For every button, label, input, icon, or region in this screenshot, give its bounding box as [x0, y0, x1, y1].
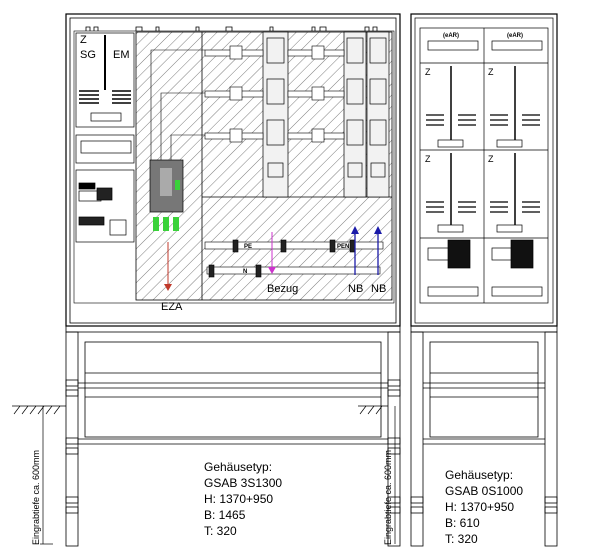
- main-info-width: B: 1465: [204, 508, 246, 522]
- main-info-block: Gehäusetyp: GSAB 3S1300 H: 1370+950 B: 1…: [204, 460, 282, 538]
- side-info-block: Gehäusetyp: GSAB 0S1000 H: 1370+950 B: 6…: [445, 468, 523, 546]
- busbar-label-n: N: [243, 269, 247, 275]
- meter-label-em: EM: [113, 49, 130, 61]
- side-meter-label-2: Z: [488, 67, 494, 77]
- connection-area: PE PEN N: [135, 31, 393, 301]
- ground-marker-left: [12, 405, 66, 545]
- busbar-label-pe: PE: [244, 244, 252, 250]
- circuit-breaker: [149, 159, 184, 231]
- side-top-label-1: (eAR): [443, 33, 459, 39]
- feed-arrow: [164, 242, 172, 291]
- side-top-label-2: (eAR): [507, 33, 523, 39]
- grid-label-1: NB: [348, 283, 363, 295]
- consumption-arrow: [268, 232, 276, 274]
- side-meter-label-4: Z: [488, 154, 494, 164]
- meter-label-sg: SG: [80, 49, 96, 61]
- grid-label-2: NB: [371, 283, 386, 295]
- main-cabinet: Z SG EM: [65, 13, 401, 327]
- side-base: [410, 325, 558, 547]
- depth-note-left: Eingrabtiefe ca. 600mm: [31, 450, 41, 545]
- side-meter-label-3: Z: [425, 154, 431, 164]
- meter-label-z: Z: [80, 34, 87, 46]
- side-info-type: GSAB 0S1000: [445, 484, 523, 498]
- main-info-title: Gehäusetyp:: [204, 460, 272, 474]
- meter-column: [75, 32, 135, 243]
- busbar-label-pen: PEN: [337, 244, 349, 250]
- side-meter-label-1: Z: [425, 67, 431, 77]
- side-info-height: H: 1370+950: [445, 500, 514, 514]
- main-base: [65, 325, 401, 547]
- side-cabinet: [410, 13, 558, 327]
- main-info-depth: T: 320: [204, 524, 237, 538]
- feed-label: EZA: [161, 301, 183, 313]
- main-info-type: GSAB 3S1300: [204, 476, 282, 490]
- main-info-height: H: 1370+950: [204, 492, 273, 506]
- consumption-label: Bezug: [267, 283, 298, 295]
- grid-arrow: [351, 226, 382, 275]
- depth-note-right: Eingrabtiefe ca. 600mm: [383, 450, 393, 545]
- side-info-title: Gehäusetyp:: [445, 468, 513, 482]
- side-info-depth: T: 320: [445, 532, 478, 546]
- ground-marker-right: [358, 405, 396, 544]
- side-info-width: B: 610: [445, 516, 480, 530]
